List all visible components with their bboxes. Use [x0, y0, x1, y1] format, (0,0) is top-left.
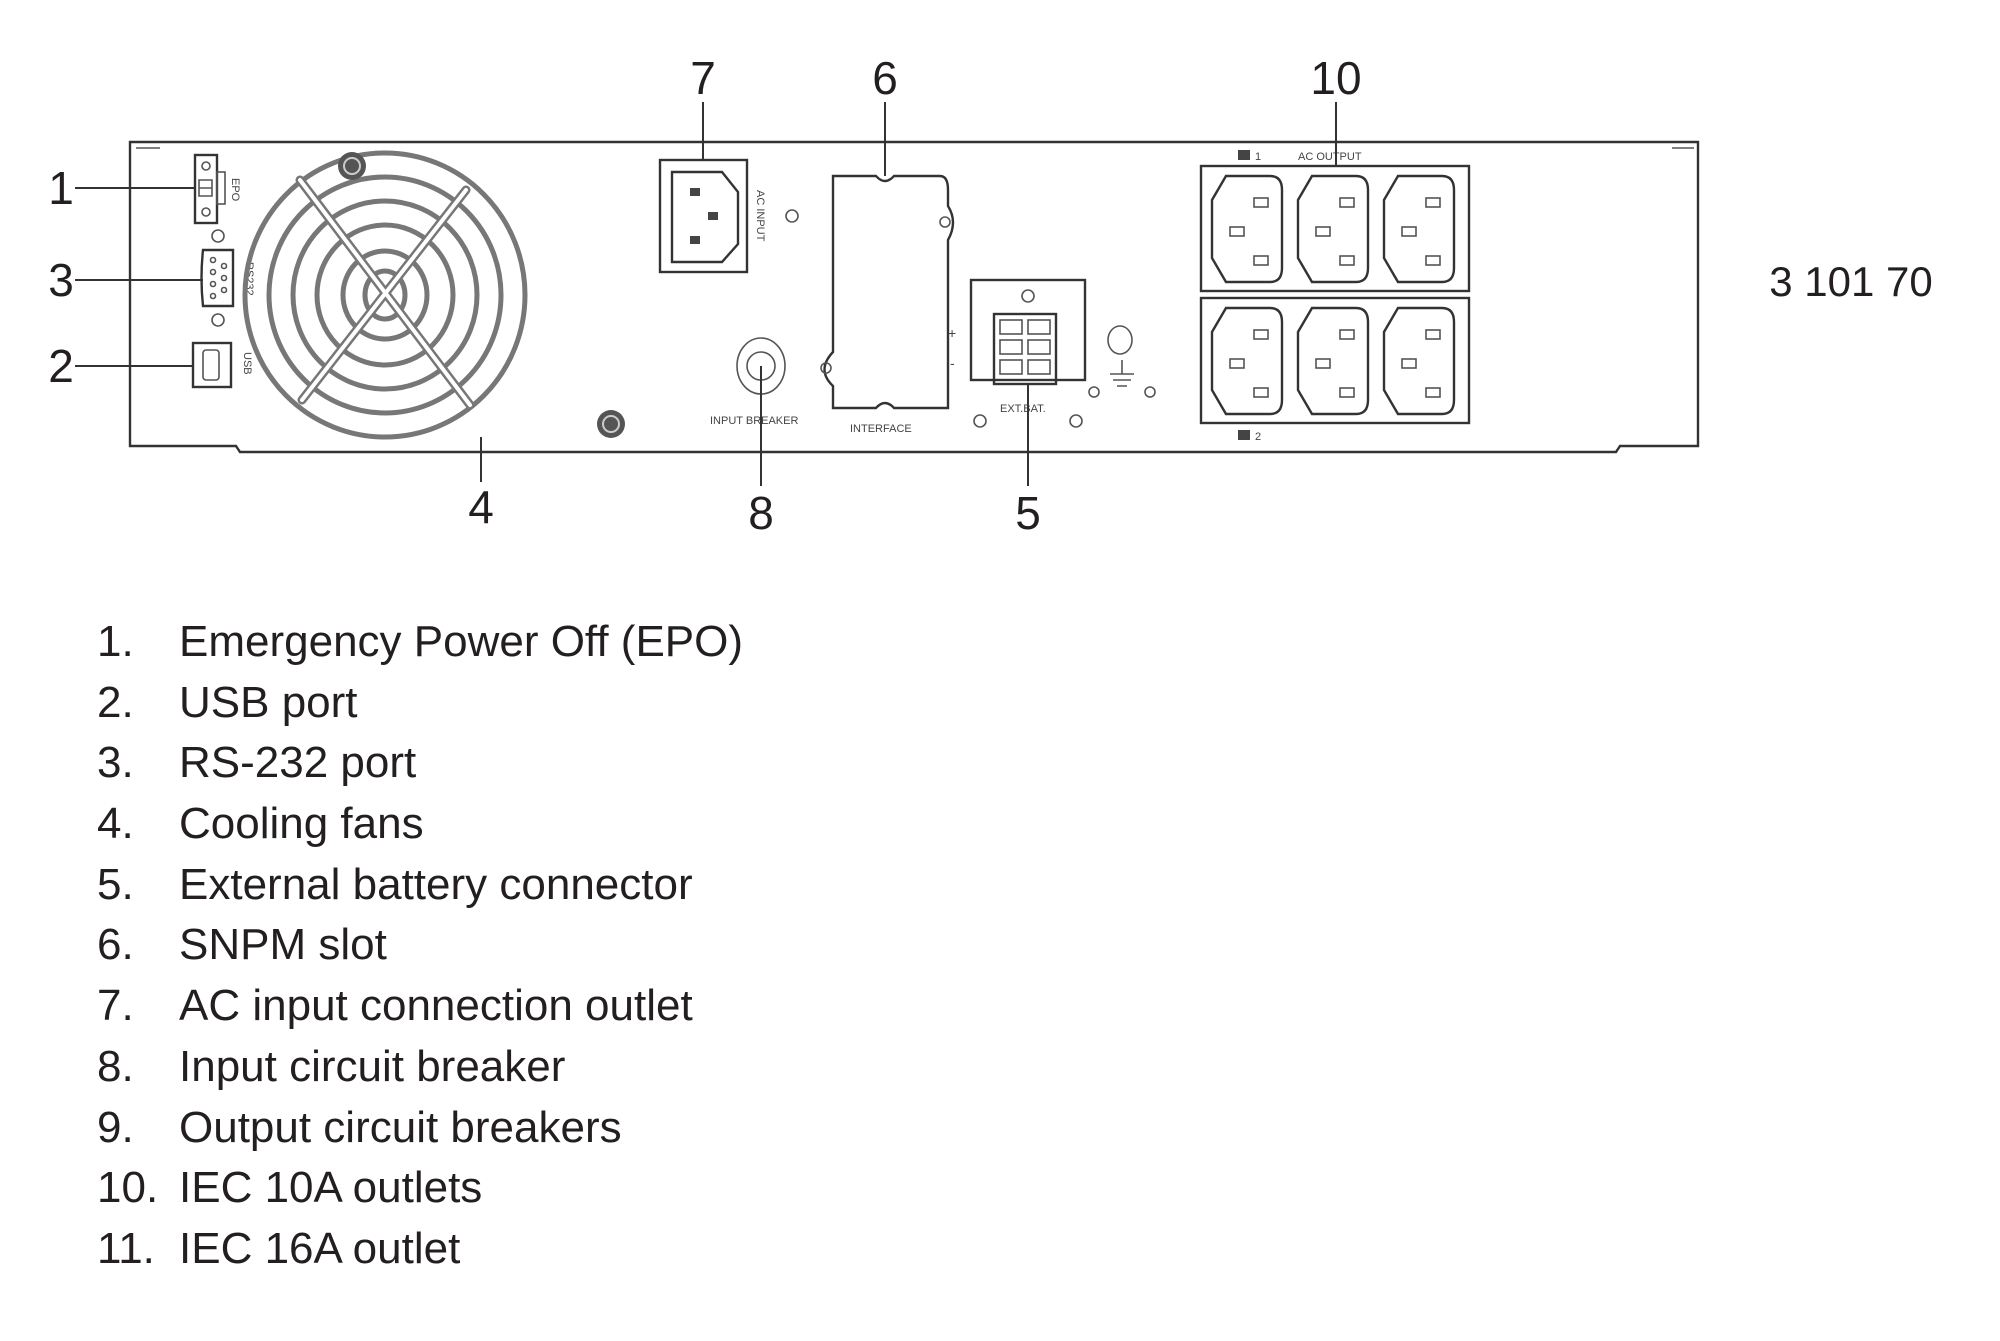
legend-item: 1. Emergency Power Off (EPO) [97, 612, 743, 673]
ac-input-label: AC INPUT [754, 190, 766, 242]
callout-6: 6 [872, 52, 898, 104]
ground-terminal-icon [1107, 325, 1134, 387]
input-breaker-label: INPUT BREAKER [710, 415, 798, 427]
callout-5: 5 [1015, 487, 1041, 539]
legend-label: IEC 10A outlets [179, 1163, 483, 1213]
legend-number: 4. [97, 799, 134, 849]
legend-label: Emergency Power Off (EPO) [179, 617, 744, 666]
legend-label: Output circuit breakers [179, 1102, 622, 1152]
legend-number: 2. [97, 677, 134, 727]
ext-bat-label: EXT.BAT. [1000, 403, 1046, 415]
group-1-label: 1 [1255, 151, 1261, 163]
legend-label: External battery connector [179, 859, 693, 909]
chassis [128, 140, 1700, 454]
group-2-label: 2 [1255, 431, 1261, 443]
model-code: 3 101 70 [1769, 258, 1933, 305]
legend-label: Input circuit breaker [179, 1041, 566, 1091]
iec-outlet [1210, 306, 1284, 416]
callout-lines [75, 102, 1337, 486]
callout-7: 7 [690, 52, 716, 104]
rs232-port: RS232 [200, 229, 255, 327]
legend-label: SNPM slot [179, 920, 387, 970]
iec-outlet [1382, 306, 1456, 416]
legend-number: 1. [97, 617, 134, 666]
cooling-fan [242, 150, 625, 440]
ac-output-outlets: AC OUTPUT 1 2 [1199, 150, 1471, 443]
legend-item: 11. IEC 16A outlet [97, 1219, 743, 1280]
callout-numbers: 1 3 2 4 8 5 7 6 10 3 101 70 [48, 52, 1933, 539]
legend-number: 11. [97, 1223, 155, 1273]
iec-outlet [1210, 174, 1284, 284]
legend-list: 1. Emergency Power Off (EPO) 2. USB port 3. R… [97, 612, 743, 1280]
callout-4: 4 [468, 481, 494, 533]
callout-8: 8 [748, 487, 774, 539]
legend-label: AC input connection outlet [179, 981, 693, 1031]
callout-2: 2 [48, 340, 74, 392]
ups-rear-panel-diagram: EPO RS232 USB AC INPUT INP [48, 52, 1933, 539]
interface-label: INTERFACE [850, 423, 912, 435]
legend-label: RS-232 port [179, 738, 417, 788]
legend-item: 3. RS-232 port [97, 733, 743, 794]
snpm-interface-slot: INTERFACE [820, 174, 955, 435]
epo-connector: EPO [193, 153, 241, 225]
ac-output-label: AC OUTPUT [1298, 151, 1362, 163]
legend-number: 6. [97, 920, 134, 970]
ac-input-socket: AC INPUT [658, 158, 799, 274]
usb-label: USB [241, 352, 253, 375]
iec-outlet [1296, 306, 1370, 416]
iec-outlet [1382, 174, 1456, 284]
legend-label: Cooling fans [179, 799, 424, 849]
legend-label: USB port [179, 677, 358, 727]
legend-item: 2. USB port [97, 673, 743, 734]
iec-outlet [1296, 174, 1370, 284]
legend-item: 7. AC input connection outlet [97, 976, 743, 1037]
legend-number: 8. [97, 1041, 134, 1091]
legend-number: 10. [97, 1163, 159, 1213]
legend-label: IEC 16A outlet [179, 1223, 461, 1273]
usb-port: USB [191, 341, 253, 389]
legend-item: 8. Input circuit breaker [97, 1037, 743, 1098]
plus-label: + [948, 325, 956, 341]
legend-number: 9. [97, 1102, 134, 1152]
callout-10: 10 [1310, 52, 1361, 104]
external-battery-connector: + - EXT.BAT. [948, 278, 1156, 428]
legend-number: 5. [97, 859, 134, 909]
legend-item: 10. IEC 10A outlets [97, 1158, 743, 1219]
callout-1: 1 [48, 162, 74, 214]
legend-item: 9. Output circuit breakers [97, 1098, 743, 1159]
legend-number: 3. [97, 738, 134, 788]
legend-number: 7. [97, 981, 134, 1031]
legend-item: 5. External battery connector [97, 855, 743, 916]
legend-item: 4. Cooling fans [97, 794, 743, 855]
callout-3: 3 [48, 254, 74, 306]
epo-label: EPO [229, 178, 241, 202]
legend-item: 6. SNPM slot [97, 915, 743, 976]
input-breaker: INPUT BREAKER [710, 337, 798, 427]
minus-label: - [950, 355, 955, 371]
